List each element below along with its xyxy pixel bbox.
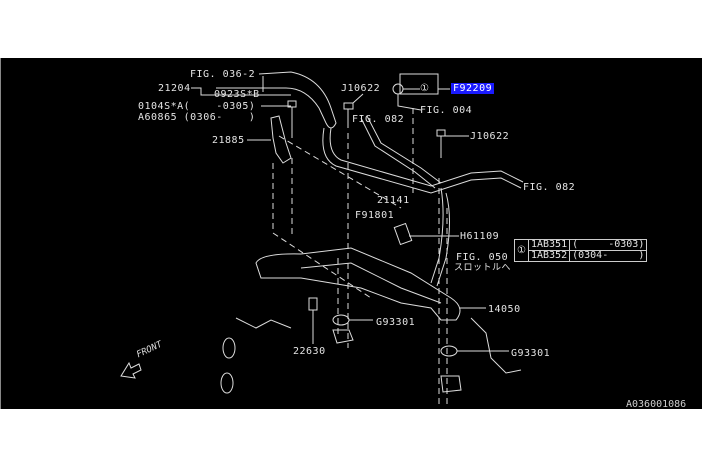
part-f92209-highlighted[interactable]: F92209 [451, 83, 495, 94]
part-0923sb[interactable]: 0923S*B [214, 89, 260, 100]
part-0104sa[interactable]: 0104S*A( -0305) [138, 101, 256, 112]
bracket-21885 [270, 115, 292, 164]
hose-21204 [258, 71, 337, 129]
range-1ab352: (0304- ) [569, 250, 648, 262]
ref-fig-004[interactable]: FIG. 004 [420, 105, 473, 116]
part-g93301-a[interactable]: G93301 [376, 317, 416, 328]
table-row: 1AB352 (0304- ) [515, 250, 648, 262]
front-arrow-icon [120, 361, 142, 379]
injector-f91801 [393, 222, 413, 246]
part-g93301-b[interactable]: G93301 [511, 348, 551, 359]
ref-fig-082-b[interactable]: FIG. 082 [523, 182, 576, 193]
box-marker: ① [420, 83, 430, 94]
part-14050[interactable]: 14050 [488, 304, 521, 315]
pipe-21141 [322, 127, 522, 194]
part-21204[interactable]: 21204 [158, 83, 191, 94]
part-j10622-right[interactable]: J10622 [470, 131, 510, 142]
parts-diagram: FIG. 036-2 21204 0923S*B 0104S*A( -0305)… [0, 58, 702, 410]
table-row: ① 1AB351 ( -0303) [514, 239, 648, 262]
diagram-id: A036001086 [626, 399, 687, 410]
range-1ab351: ( -0303) [569, 239, 648, 251]
to-throttle-note: スロットルへ [454, 263, 512, 273]
ref-fig-050[interactable]: FIG. 050 [456, 252, 509, 263]
manifold-14050 [255, 247, 461, 321]
part-21141[interactable]: 21141 [377, 195, 410, 206]
part-f91801[interactable]: F91801 [355, 210, 395, 221]
gasket-g93301-b [440, 345, 458, 357]
part-21885[interactable]: 21885 [212, 135, 245, 146]
gasket-g93301-a [332, 314, 350, 326]
ref-fig-082-a[interactable]: FIG. 082 [352, 114, 405, 125]
reference-table: ① 1AB351 ( -0303) 1AB352 (0304- ) [514, 239, 648, 262]
part-22630[interactable]: 22630 [293, 346, 326, 357]
ref-fig-036-2[interactable]: FIG. 036-2 [190, 69, 256, 80]
part-1ab351[interactable]: 1AB351 [527, 239, 571, 251]
part-1ab352[interactable]: 1AB352 [527, 250, 571, 262]
part-a60865[interactable]: A60865 (0306- ) [138, 112, 256, 123]
part-h61109[interactable]: H61109 [460, 231, 500, 242]
part-j10622-top[interactable]: J10622 [341, 83, 381, 94]
table-marker: ① [514, 239, 529, 262]
diagram-drawing [120, 71, 524, 408]
